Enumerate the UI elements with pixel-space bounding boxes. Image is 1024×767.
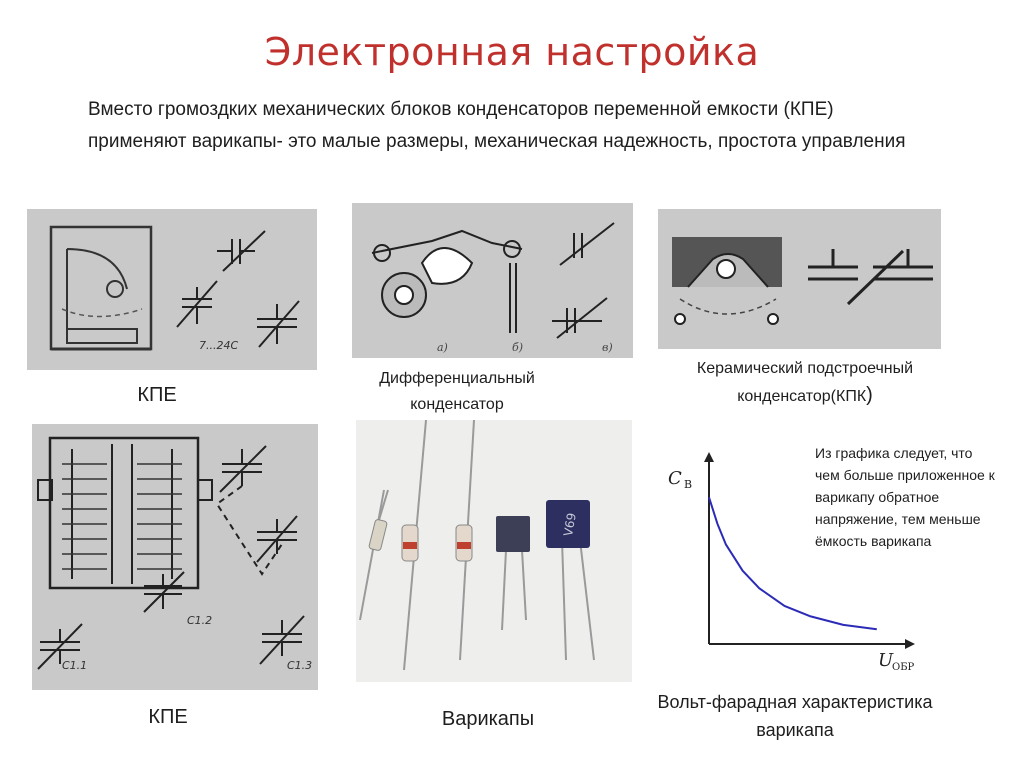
y-axis-subscript: В [684,478,692,491]
varicaps-photo: V69 [356,420,632,682]
caption-ceramic: Керамический подстроечный конденсатор(КП… [660,356,950,410]
varicap-marking: V69 [561,512,579,538]
caption-ceramic-line2: конденсатор(КПК [737,388,867,405]
caption-differential: Дифференциальный конденсатор [352,366,562,418]
kpe-label-c13: C1.3 [287,659,312,672]
intro-text: Вместо громоздких механических блоков ко… [88,99,906,152]
y-axis-label: C [668,468,682,489]
cv-curve-series-0 [708,496,877,631]
x-axis-label: U [878,650,894,671]
y-axis-arrow [704,452,714,462]
diff-label-b: б) [512,341,523,354]
page-title: Электронная настройка [264,30,760,74]
x-axis-subscript: ОБР [892,662,915,673]
kpe-label-c11: C1.1 [62,659,87,672]
caption-cv-line2: варикапа [756,720,834,740]
caption-cv-line1: Вольт-фарадная характеристика [657,692,933,712]
x-axis-arrow [905,639,915,649]
caption-varicaps: Варикапы [441,708,535,730]
caption-kpe-top: КПЕ [137,384,177,406]
diff-label-a: а) [437,341,448,354]
kpe-diagram-bottom: C1.2 C1.1 C1.3 [32,424,318,690]
caption-kpe-bottom: КПЕ [148,706,188,728]
kpe-capacity-label: 7...24C [199,339,238,352]
caption-ceramic-paren: ) [866,384,873,406]
caption-ceramic-line2-wrap: конденсатор(КПК) [660,382,950,410]
cv-chart: C В U ОБР [652,438,932,674]
differential-capacitor-diagram: а) б) в) [352,203,633,358]
diff-label-c: в) [602,341,613,354]
ceramic-trimmer-diagram [658,209,941,349]
kpe-diagram-top: 7...24C [27,209,317,370]
caption-cv-chart: Вольт-фарадная характеристика варикапа [630,688,960,744]
caption-differential-line1: Дифференциальный [379,370,535,387]
caption-ceramic-line1: Керамический подстроечный [696,360,914,377]
kpe-label-c12: C1.2 [187,614,212,627]
chart-note: Из графика следует, что чем больше прило… [815,445,995,549]
caption-differential-line2: конденсатор [410,396,504,413]
